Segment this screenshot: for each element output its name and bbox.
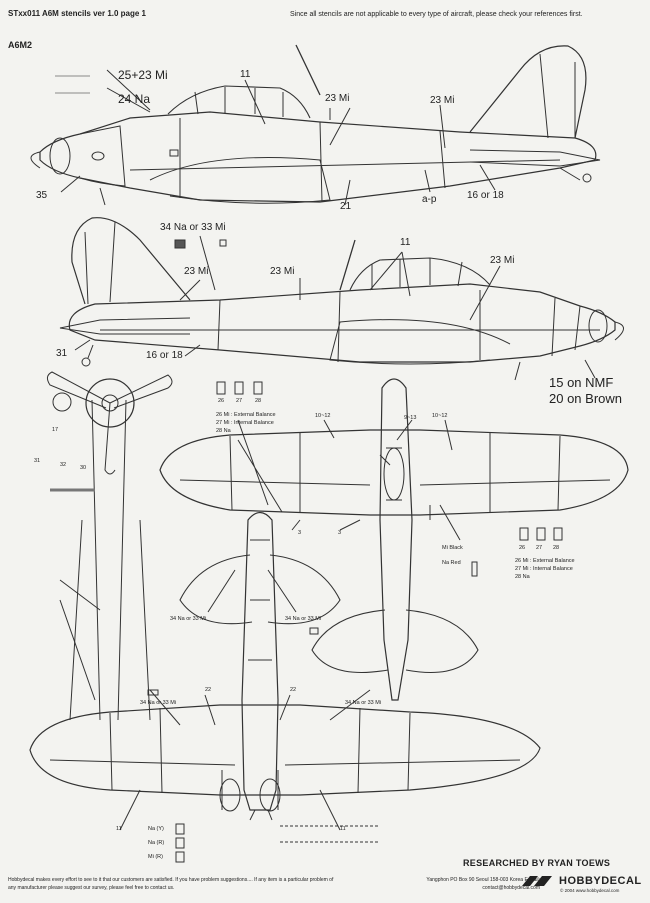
- label-17: 17: [52, 427, 59, 433]
- label-na-r: Na (R): [148, 840, 165, 846]
- label-21: 21: [340, 201, 352, 212]
- label-mi-black: Mi Black: [442, 545, 463, 551]
- label-23-mi-a: 23 Mi: [325, 93, 350, 104]
- label-11-bottom-right: 11: [340, 826, 346, 832]
- balance-legend-a-27: 27 Mi : Internal Balance: [216, 420, 274, 426]
- label-23-mi-c: 23 Mi: [184, 266, 209, 277]
- label-22-a: 22: [205, 687, 212, 693]
- balance-legend-a-26: 26 Mi : External Balance: [216, 412, 276, 418]
- hobbydecal-logo: HOBBYDECAL: [520, 874, 642, 888]
- label-32: 32: [60, 462, 67, 468]
- balance-num-27-a: 27: [236, 398, 243, 404]
- label-11-mid: 11: [400, 237, 411, 248]
- logo-subtext: © 2004 www.hobbydecal.com: [560, 888, 620, 893]
- label-9-13: 9~13: [404, 415, 417, 421]
- label-23-mi-e: 23 Mi: [490, 255, 515, 266]
- label-15-nmf: 15 on NMF: [549, 375, 614, 390]
- label-23-mi-d: 23 Mi: [270, 266, 295, 277]
- label-a-p: a-p: [422, 194, 437, 205]
- label-31-front: 31: [34, 458, 41, 464]
- label-23-mi-b: 23 Mi: [430, 95, 455, 106]
- front-view: [46, 371, 173, 721]
- label-na-red: Na Red: [442, 560, 461, 566]
- balance-num-26-b: 26: [519, 545, 526, 551]
- balance-num-27-b: 27: [536, 545, 543, 551]
- label-20-brown: 20 on Brown: [549, 391, 622, 406]
- bottom-view: [29, 511, 541, 863]
- label-na-y: Na (Y): [148, 826, 164, 832]
- sheet-title: STxx011 A6M stencils ver 1.0 page 1: [8, 9, 147, 18]
- footer-address: Yangphon PO Box 90 Seoul 158-003 Korea E…: [426, 877, 540, 891]
- label-10-12-b: 10~12: [432, 413, 448, 419]
- label-22-b: 22: [290, 687, 297, 693]
- logo-text: HOBBYDECAL: [559, 875, 642, 887]
- label-mi-r: Mi (R): [148, 854, 163, 860]
- right-profile-view: [59, 217, 624, 381]
- label-34-na-wing-l: 34 Na or 33 Mi: [140, 700, 177, 706]
- balance-legend-b-28: 28 Na: [515, 574, 530, 580]
- label-10-12-a: 10~12: [315, 413, 331, 419]
- label-34-na-tail-r: 34 Na or 33 Mi: [285, 616, 322, 622]
- reference-note: Since all stencils are not applicable to…: [290, 11, 583, 18]
- balance-num-26-a: 26: [218, 398, 225, 404]
- top-view: [159, 378, 629, 701]
- model-designation: A6M2: [8, 40, 33, 50]
- label-34-na-tail-l: 34 Na or 33 Mi: [170, 616, 207, 622]
- left-profile-view: [30, 44, 601, 206]
- label-24-na: 24 Na: [118, 92, 151, 106]
- label-3-a: 3: [298, 530, 302, 536]
- label-3-b: 3: [338, 530, 342, 536]
- label-31: 31: [56, 348, 68, 359]
- label-16-or-18-a: 16 or 18: [467, 190, 504, 201]
- balance-legend-b-27: 27 Mi : Internal Balance: [515, 566, 573, 572]
- balance-legend-a-28: 28 Na: [216, 428, 231, 434]
- label-11-top: 11: [240, 69, 251, 80]
- label-25-23-mi: 25+23 Mi: [118, 68, 168, 82]
- label-34-na-top: 34 Na or 33 Mi: [160, 222, 226, 233]
- label-35: 35: [36, 190, 48, 201]
- balance-num-28-b: 28: [553, 545, 560, 551]
- label-16-or-18-b: 16 or 18: [146, 350, 183, 361]
- footer-notice: Hobbydecal makes every effort to see to …: [8, 877, 334, 891]
- label-34-na-wing-r: 34 Na or 33 Mi: [345, 700, 382, 706]
- label-11-bottom-left: 11: [116, 826, 122, 832]
- researched-by: RESEARCHED BY RYAN TOEWS: [463, 858, 611, 868]
- balance-legend-b-26: 26 Mi : External Balance: [515, 558, 575, 564]
- balance-num-28-a: 28: [255, 398, 262, 404]
- logo-mark-icon: [522, 876, 552, 886]
- label-30: 30: [80, 465, 87, 471]
